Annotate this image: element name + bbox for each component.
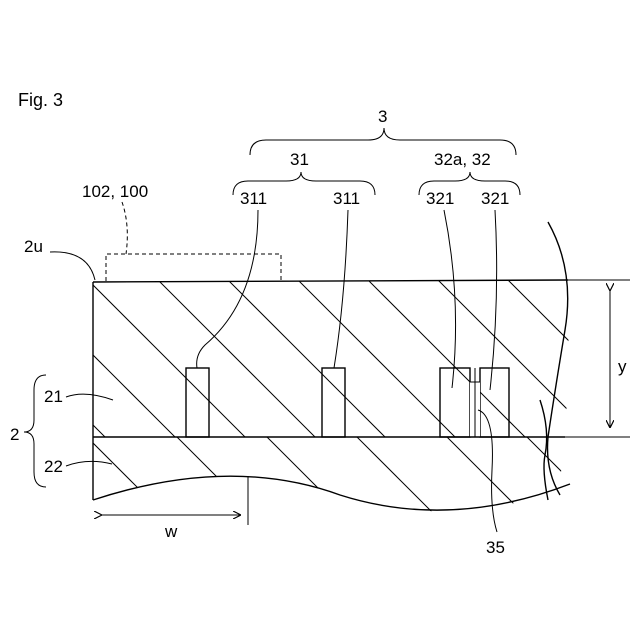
label-dim-y: y: [618, 357, 627, 376]
leader-311-left: [197, 210, 258, 368]
label-3: 3: [378, 107, 387, 126]
label-22: 22: [44, 457, 63, 476]
wavy-break-bottom: [93, 476, 570, 510]
label-321-left: 321: [426, 189, 454, 208]
leader-311-right: [334, 210, 348, 368]
conductor-321-right: [480, 368, 509, 437]
leader-321-right: [490, 210, 497, 390]
label-311-right: 311: [333, 189, 360, 208]
label-321-right: 321: [481, 189, 509, 208]
label-dim-w: w: [164, 522, 178, 541]
wavy-break-right-2: [540, 400, 548, 500]
brace-2: [24, 375, 46, 487]
label-32a-32: 32a, 32: [434, 150, 491, 169]
leader-2u: [50, 252, 95, 280]
label-21: 21: [44, 387, 63, 406]
label-2: 2: [10, 425, 19, 444]
figure-title: Fig. 3: [18, 90, 63, 110]
element-102-100-leader: [122, 202, 127, 254]
leader-21: [66, 394, 113, 400]
label-2u: 2u: [24, 237, 43, 256]
wavy-break-right-1: [548, 222, 568, 495]
label-102-100: 102, 100: [82, 182, 148, 201]
conductor-311-left: [186, 368, 209, 437]
leader-22: [66, 461, 112, 466]
element-102-100-outline: [106, 254, 281, 281]
label-311-left: 311: [240, 189, 267, 208]
label-35: 35: [486, 538, 505, 557]
conductor-311-right: [322, 368, 345, 437]
label-31: 31: [290, 150, 309, 169]
